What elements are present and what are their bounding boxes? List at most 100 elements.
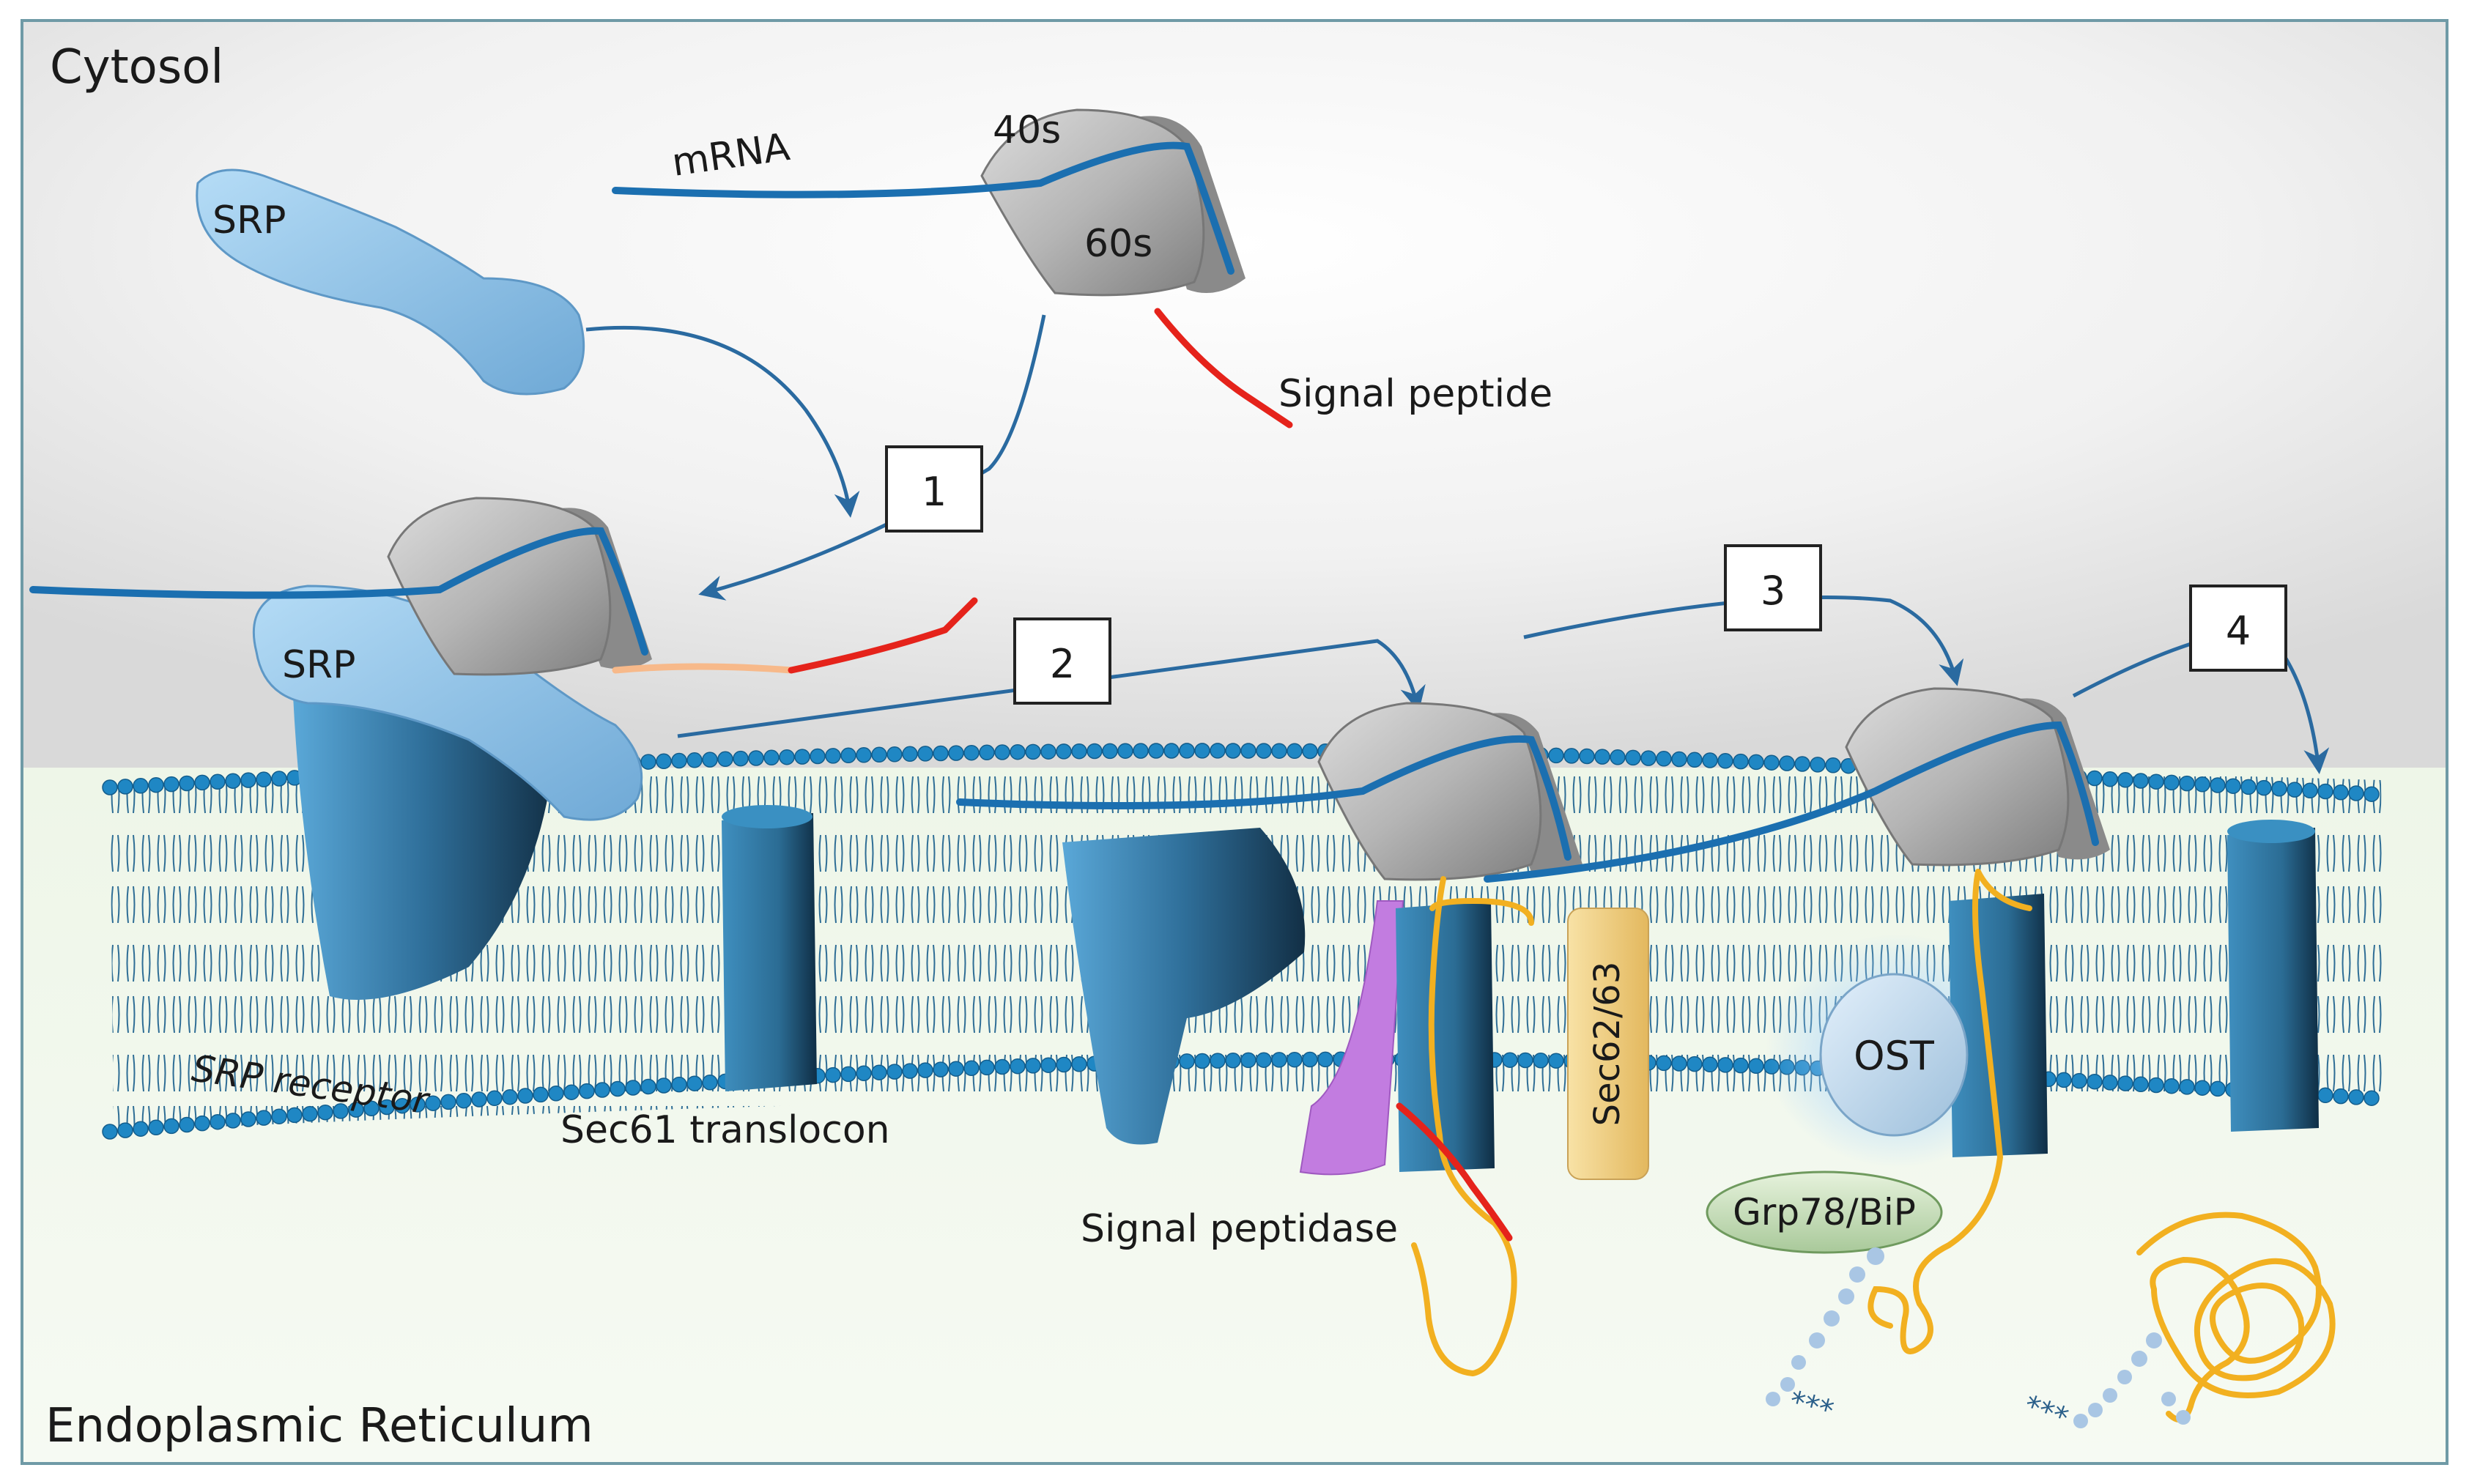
lipid-head (1148, 743, 1164, 759)
lipid-head (871, 1064, 887, 1080)
lipid-head (1179, 743, 1195, 759)
lipid-head (1563, 748, 1580, 764)
ribosome-stage-2 (1317, 702, 1583, 881)
lipid-head (794, 749, 810, 765)
lipid-head (579, 1083, 595, 1099)
signal-peptide-stage-2 (1396, 1102, 1513, 1242)
lipid-head (2317, 783, 2333, 800)
lipid-head (1794, 756, 1810, 772)
40s-label: 40s (993, 108, 1061, 152)
lipid-head (225, 773, 241, 789)
srp-bound: SRP (252, 585, 643, 821)
lipid-head (194, 1115, 210, 1132)
lipid-head (179, 1116, 195, 1133)
lipid-head (271, 1108, 287, 1124)
lipid-head (1271, 1052, 1287, 1068)
lipid-head (2333, 784, 2349, 801)
lipid-head (1779, 755, 1795, 771)
lipid-head (1056, 743, 1072, 760)
lipid-head (548, 1086, 564, 1102)
lipid-head (240, 772, 256, 788)
lipid-head (2133, 1076, 2149, 1093)
lipid-head (1240, 743, 1256, 759)
lipid-head (240, 1111, 256, 1127)
srp-free-label: SRP (212, 199, 286, 242)
lipid-head (2333, 1088, 2349, 1105)
lipid-head (271, 771, 287, 787)
lipid-head (1117, 743, 1133, 759)
lipid-head (1656, 1055, 1672, 1072)
sec61-translocon-3 (1949, 894, 2048, 1157)
lipid-head (1087, 743, 1103, 760)
lipid-head (825, 1066, 841, 1083)
lipid-head (1102, 743, 1118, 760)
lipid-head (117, 779, 133, 795)
grp78-bip: Grp78/BiP (1706, 1170, 1943, 1254)
lipid-head (394, 1097, 410, 1114)
lipid-head (456, 1092, 472, 1109)
lipid-head (1302, 1051, 1318, 1068)
lipid-head (979, 1059, 995, 1076)
lipid-head (1625, 749, 1641, 766)
lipid-head (856, 1065, 872, 1082)
lipid-head (1179, 1053, 1195, 1069)
lipid-head (1071, 1056, 1087, 1072)
lipid-head (994, 1058, 1010, 1075)
lipid-head (1687, 752, 1703, 768)
lipid-head (1763, 754, 1780, 771)
lipid-head (656, 753, 672, 770)
lipid-head (1225, 1053, 1241, 1069)
lipid-head (210, 773, 226, 790)
step-number-1: 1 (922, 469, 947, 515)
lipid-head (179, 775, 195, 792)
lipid-head (133, 1121, 149, 1137)
sec62-63: Sec62/63 (1567, 908, 1649, 1180)
nascent-chain-stage-3 (1868, 869, 2004, 1354)
step-number-3: 3 (1761, 568, 1785, 614)
lipid-head (1256, 743, 1272, 759)
lipid-head (1579, 748, 1595, 765)
signal-peptide-label: Signal peptide (1278, 372, 1552, 416)
lipid-head (517, 1088, 533, 1104)
mrna-strand-stage-3 (1484, 721, 2099, 883)
lipid-head (933, 745, 949, 762)
mrna-strand-stage-2 (956, 735, 1572, 861)
lipid-head (948, 745, 964, 761)
nascent-chain-srp (612, 663, 795, 674)
lipid-head (2302, 782, 2318, 799)
lipid-head (840, 1066, 856, 1083)
glycans-stage-4 (2073, 1332, 2191, 1428)
lipid-head (902, 746, 918, 763)
lipid-head (302, 1105, 318, 1122)
lipid-head (902, 1063, 918, 1079)
signal-peptidase (1299, 900, 1404, 1176)
lipid-head (933, 1061, 949, 1077)
lipid-head (917, 1062, 933, 1078)
lipid-head (194, 774, 210, 791)
lipid-head (702, 752, 718, 768)
arrow-step-3 (1523, 596, 1964, 686)
lipid-head (640, 754, 656, 770)
lipid-head (2056, 1072, 2072, 1088)
lipid-head (1671, 751, 1687, 768)
lipid-head (1733, 1057, 1749, 1074)
lipid-head (2256, 779, 2272, 796)
lipid-head (733, 750, 749, 767)
lipid-head (625, 1080, 641, 1096)
lipid-head (2179, 775, 2195, 792)
lipid-head (148, 1119, 164, 1136)
lipid-head (1163, 743, 1180, 759)
lipid-head (502, 1088, 518, 1105)
lipid-head (1025, 1058, 1041, 1074)
free-ribosome: 40s 60s (980, 108, 1245, 297)
sec61-translocon-4 (2227, 820, 2319, 1132)
lipid-head (1717, 1057, 1733, 1073)
lipid-head (2348, 785, 2364, 801)
lipid-head (1317, 1051, 1333, 1068)
lipid-head (1748, 754, 1764, 771)
lipid-head (1056, 1056, 1072, 1073)
lipid-head (748, 750, 764, 766)
lipid-head (963, 1060, 980, 1077)
lipid-head (2210, 777, 2226, 793)
